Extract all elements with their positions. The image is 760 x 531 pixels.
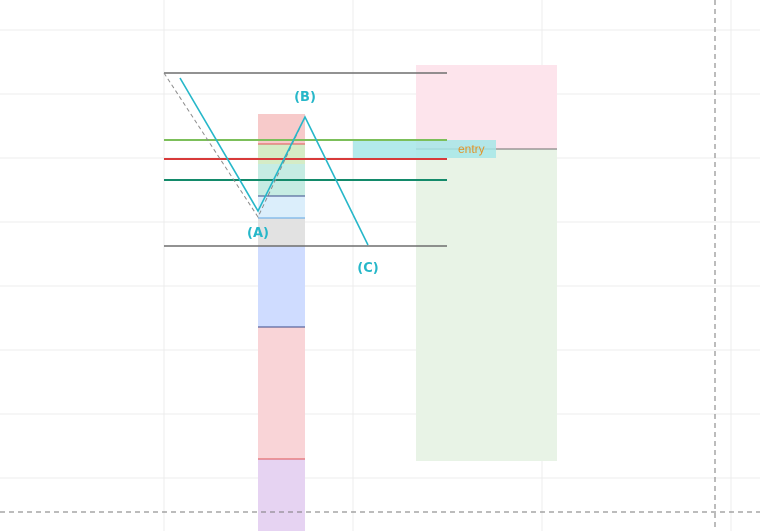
wave-label-c: (C) xyxy=(357,261,378,276)
entry-label: entry xyxy=(458,142,485,156)
abc-wave-line[interactable] xyxy=(179,77,369,246)
fib-band-green xyxy=(258,144,305,164)
wave-label-b: (B) xyxy=(294,90,316,105)
fib-band-purple xyxy=(258,459,305,531)
fib-retracement-column[interactable] xyxy=(258,114,305,531)
position-stop-zone[interactable] xyxy=(416,149,557,461)
wave-label-a: (A) xyxy=(247,226,269,241)
position-target-zone[interactable] xyxy=(416,65,557,149)
fib-band-gray xyxy=(258,218,305,246)
fib-band-lightblue xyxy=(258,196,305,218)
fib-band-blue xyxy=(258,246,305,327)
entry-zone-box[interactable] xyxy=(353,140,496,158)
wave-projection-dashed xyxy=(163,72,306,219)
fib-band-pink xyxy=(258,327,305,459)
